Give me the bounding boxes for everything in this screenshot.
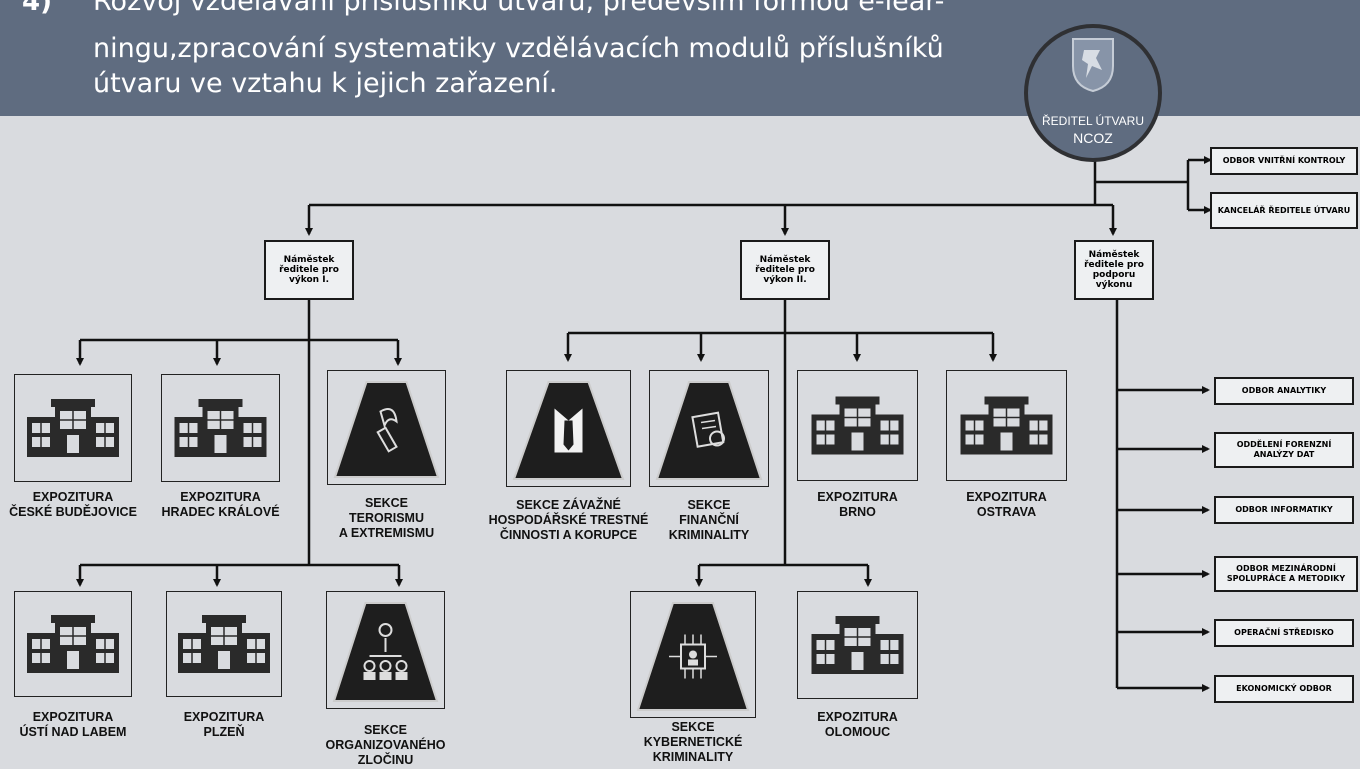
deputy-execution-2: Náměstek ředitele pro výkon II. (740, 240, 830, 300)
item-number: 4) (22, 0, 52, 17)
unit-box (14, 374, 132, 482)
unit-label-line: EXPOZITURA (180, 490, 261, 504)
unit-box (327, 370, 446, 485)
unit-label-line: EXPOZITURA (32, 710, 114, 724)
header-line-1: Rozvoj vzdělávání příslušníků útvaru, př… (93, 0, 945, 17)
support-economic: EKONOMICKÝ ODBOR (1214, 675, 1354, 703)
unit-label-line: KRIMINALITY (668, 528, 750, 542)
building-icon (174, 399, 267, 457)
unit-label-line: SEKCE (363, 723, 408, 737)
header-line-3: útvaru ve vztahu k jejich zařazení. (93, 68, 558, 99)
unit-label-line: SEKCE (671, 720, 715, 734)
unit-label-line: ZLOČINU (357, 753, 414, 767)
unit-label-line: ÚSTÍ NAD LABEM (19, 725, 127, 739)
support-international: ODBOR MEZINÁRODNÍ SPOLUPRÁCE A METODIKY (1214, 556, 1358, 592)
building-icon (178, 615, 270, 673)
deputy-support: Náměstek ředitele pro podporu výkonu (1074, 240, 1154, 300)
unit-label-line: ČESKÉ BUDĚJOVICE (9, 505, 137, 519)
unit-label-line: EXPOZITURA (183, 710, 265, 724)
unit-label-line: TERORISMU (349, 511, 424, 525)
unit-label-line: EXPOZITURA (817, 490, 898, 504)
unit-box (166, 591, 282, 697)
hierarchy-icon (332, 602, 439, 702)
coat-of-arms-icon (1072, 38, 1114, 92)
unit-box (630, 591, 756, 718)
unit-label-line: SEKCE ZÁVAŽNÉ (516, 498, 621, 512)
director-node: ŘEDITEL ÚTVARU NCOZ (1024, 24, 1162, 162)
unit-label-line: SEKCE (364, 496, 409, 510)
unit-box (161, 374, 280, 482)
unit-box (946, 370, 1067, 481)
chip-icon (636, 602, 750, 711)
unit-box (797, 370, 918, 481)
unit-label-line: ORGANIZOVANÉHO (325, 738, 446, 752)
unit-label-line: KYBERNETICKÉ (643, 735, 743, 749)
building-icon (811, 616, 904, 674)
unit-label-line: SEKCE (687, 498, 731, 512)
header-line-2: ningu,zpracování systematiky vzdělávacíc… (93, 33, 944, 64)
unit-label-line: EXPOZITURA (32, 490, 114, 504)
unit-label-line: ČINNOSTI A KORUPCE (499, 528, 638, 542)
unit-label-line: OLOMOUC (824, 725, 891, 739)
unit-box (326, 591, 445, 709)
support-forensic: ODDĚLENÍ FORENZNÍ ANALÝZY DAT (1214, 432, 1354, 468)
staff-internal-control: ODBOR VNITŘNÍ KONTROLY (1210, 147, 1358, 175)
unit-box (797, 591, 918, 699)
unit-label-line: EXPOZITURA (817, 710, 898, 724)
building-icon (960, 396, 1053, 455)
support-it: ODBOR INFORMATIKY (1214, 496, 1354, 524)
director-name: NCOZ (1073, 130, 1113, 146)
unit-label-line: OSTRAVA (976, 505, 1037, 519)
unit-label-line: FINANČNÍ (679, 513, 739, 527)
molotov-icon (333, 381, 440, 478)
building-icon (811, 396, 904, 455)
unit-box (649, 370, 769, 487)
unit-label-line: A EXTREMISMU (338, 526, 435, 540)
staff-director-office: KANCELÁŘ ŘEDITELE ÚTVARU (1210, 192, 1358, 229)
unit-label-line: EXPOZITURA (966, 490, 1047, 504)
money-document-icon (655, 381, 763, 480)
unit-label-line: KRIMINALITY (652, 750, 734, 764)
unit-label-line: PLZEŇ (203, 725, 245, 739)
unit-label-line: HRADEC KRÁLOVÉ (161, 505, 280, 519)
unit-label-line: BRNO (839, 505, 876, 519)
building-icon (27, 399, 119, 457)
deputy-execution-1: Náměstek ředitele pro výkon I. (264, 240, 354, 300)
unit-label-line: HOSPODÁŘSKÉ TRESTNÉ (488, 513, 649, 527)
unit-box (506, 370, 631, 487)
building-icon (27, 615, 119, 673)
suit-tie-icon (512, 381, 625, 480)
unit-box (14, 591, 132, 697)
support-operations: OPERAČNÍ STŘEDISKO (1214, 619, 1354, 647)
director-title: ŘEDITEL ÚTVARU (1041, 114, 1144, 128)
support-analytics: ODBOR ANALYTIKY (1214, 377, 1354, 405)
